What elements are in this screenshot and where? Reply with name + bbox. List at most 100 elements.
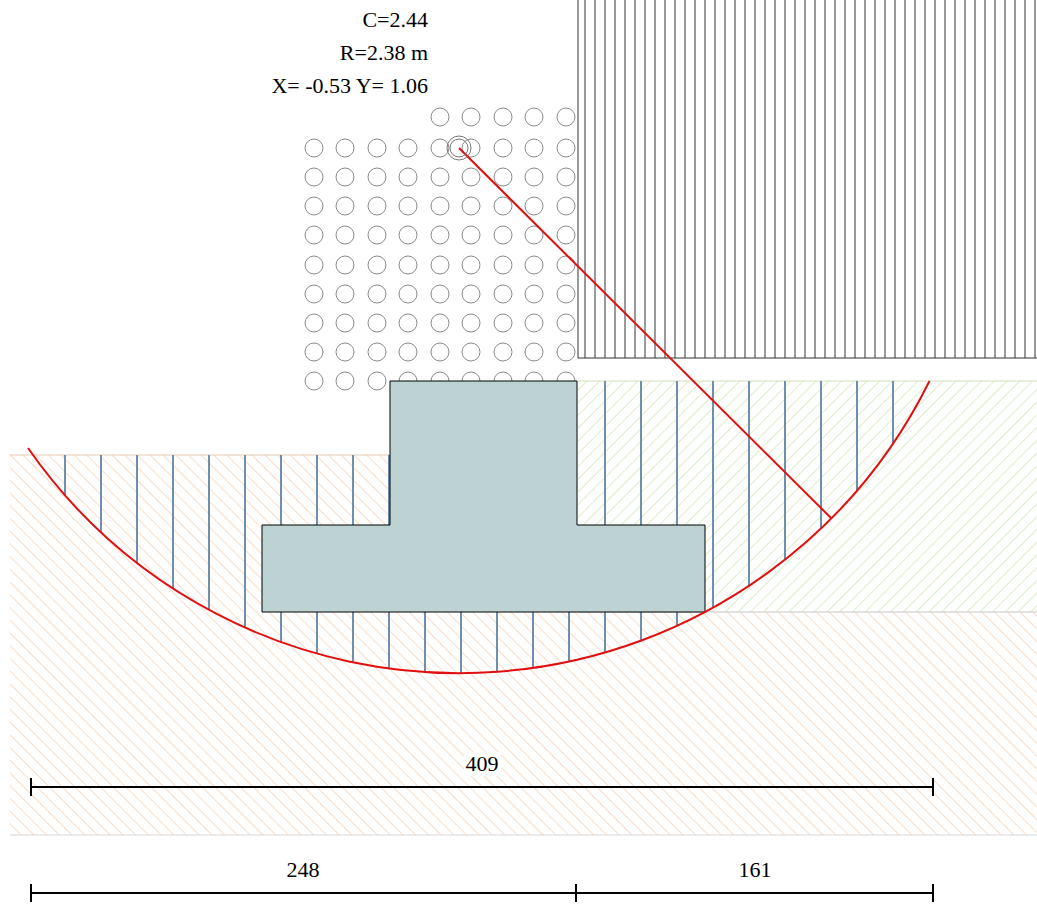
slice-line bbox=[136, 455, 138, 563]
trial-centre bbox=[368, 314, 386, 332]
trial-centre bbox=[431, 314, 449, 332]
trial-centre bbox=[494, 256, 512, 274]
trial-centre bbox=[494, 108, 512, 126]
trial-centre bbox=[462, 314, 480, 332]
trial-centre bbox=[368, 372, 386, 390]
trial-centre bbox=[462, 168, 480, 186]
trial-centre bbox=[305, 168, 323, 186]
trial-centre bbox=[557, 256, 575, 274]
trial-centre bbox=[336, 314, 354, 332]
building-load bbox=[578, 0, 1037, 358]
trial-centre bbox=[557, 108, 575, 126]
trial-centre bbox=[557, 314, 575, 332]
trial-centre bbox=[368, 197, 386, 215]
trial-centre bbox=[557, 197, 575, 215]
trial-centre bbox=[368, 343, 386, 361]
slice-line bbox=[64, 455, 66, 495]
slice-line bbox=[892, 381, 894, 443]
slice-line bbox=[748, 381, 750, 586]
trial-centre bbox=[525, 197, 543, 215]
trial-centre bbox=[494, 197, 512, 215]
result-text: C=2.44 bbox=[360, 8, 430, 32]
trial-centre bbox=[431, 285, 449, 303]
trial-centre bbox=[557, 168, 575, 186]
trial-centre bbox=[399, 226, 417, 244]
trial-centre bbox=[305, 372, 323, 390]
trial-centre bbox=[399, 343, 417, 361]
result-text: R=2.38 m bbox=[338, 41, 430, 65]
trial-centre bbox=[494, 168, 512, 186]
trial-centre bbox=[368, 226, 386, 244]
slip-circle bbox=[28, 381, 930, 673]
trial-centre bbox=[305, 256, 323, 274]
trial-centre bbox=[305, 139, 323, 157]
trial-centre bbox=[336, 372, 354, 390]
trial-centre bbox=[305, 314, 323, 332]
slice-line bbox=[244, 455, 246, 627]
trial-centre bbox=[525, 139, 543, 157]
trial-centre bbox=[305, 197, 323, 215]
trial-centre bbox=[525, 285, 543, 303]
slice-line bbox=[712, 381, 714, 607]
trial-centre bbox=[494, 314, 512, 332]
slice-line bbox=[856, 381, 858, 490]
trial-centre bbox=[557, 226, 575, 244]
result-text: X= -0.53 Y= 1.06 bbox=[269, 74, 430, 98]
trial-centre bbox=[431, 139, 449, 157]
trial-centre bbox=[368, 168, 386, 186]
trial-centre bbox=[557, 285, 575, 303]
trial-centre bbox=[336, 197, 354, 215]
trial-centre bbox=[368, 285, 386, 303]
trial-centre bbox=[557, 343, 575, 361]
trial-centre bbox=[399, 314, 417, 332]
trial-centre bbox=[525, 256, 543, 274]
trial-centre bbox=[494, 139, 512, 157]
trial-centre bbox=[399, 168, 417, 186]
trial-centre bbox=[305, 285, 323, 303]
trial-centre bbox=[336, 256, 354, 274]
trial-centre bbox=[462, 108, 480, 126]
trial-centre bbox=[525, 168, 543, 186]
trial-centre bbox=[494, 343, 512, 361]
trial-centre bbox=[525, 108, 543, 126]
dimension-value: 409 bbox=[464, 752, 501, 776]
slice-line bbox=[172, 455, 174, 588]
center-grid bbox=[305, 108, 575, 390]
trial-centre bbox=[368, 256, 386, 274]
trial-centre bbox=[557, 139, 575, 157]
trial-centre bbox=[462, 285, 480, 303]
trial-centre bbox=[336, 285, 354, 303]
trial-centre bbox=[462, 256, 480, 274]
trial-centre bbox=[305, 226, 323, 244]
trial-centre bbox=[431, 256, 449, 274]
radius-line bbox=[459, 148, 831, 518]
trial-centre bbox=[494, 226, 512, 244]
trial-centre bbox=[462, 197, 480, 215]
trial-centre bbox=[431, 197, 449, 215]
trial-centre bbox=[525, 343, 543, 361]
dimension-value: 161 bbox=[737, 858, 774, 882]
trial-centre bbox=[494, 285, 512, 303]
dimension-value: 248 bbox=[285, 858, 322, 882]
trial-centre bbox=[431, 108, 449, 126]
center-mark bbox=[447, 136, 471, 160]
trial-centre bbox=[462, 226, 480, 244]
trial-centre bbox=[305, 343, 323, 361]
trial-centre bbox=[399, 256, 417, 274]
trial-centre bbox=[431, 226, 449, 244]
trial-centre bbox=[336, 139, 354, 157]
trial-centre bbox=[368, 139, 386, 157]
trial-centre bbox=[399, 197, 417, 215]
trial-centre bbox=[336, 226, 354, 244]
trial-centre bbox=[431, 343, 449, 361]
slice-line bbox=[208, 455, 210, 610]
trial-centre bbox=[399, 139, 417, 157]
trial-centre bbox=[525, 314, 543, 332]
retaining-wall bbox=[262, 381, 705, 612]
trial-centre bbox=[462, 343, 480, 361]
trial-centre bbox=[336, 168, 354, 186]
dimension-lines bbox=[31, 778, 933, 902]
trial-centre bbox=[431, 168, 449, 186]
slice-lines bbox=[65, 381, 893, 673]
